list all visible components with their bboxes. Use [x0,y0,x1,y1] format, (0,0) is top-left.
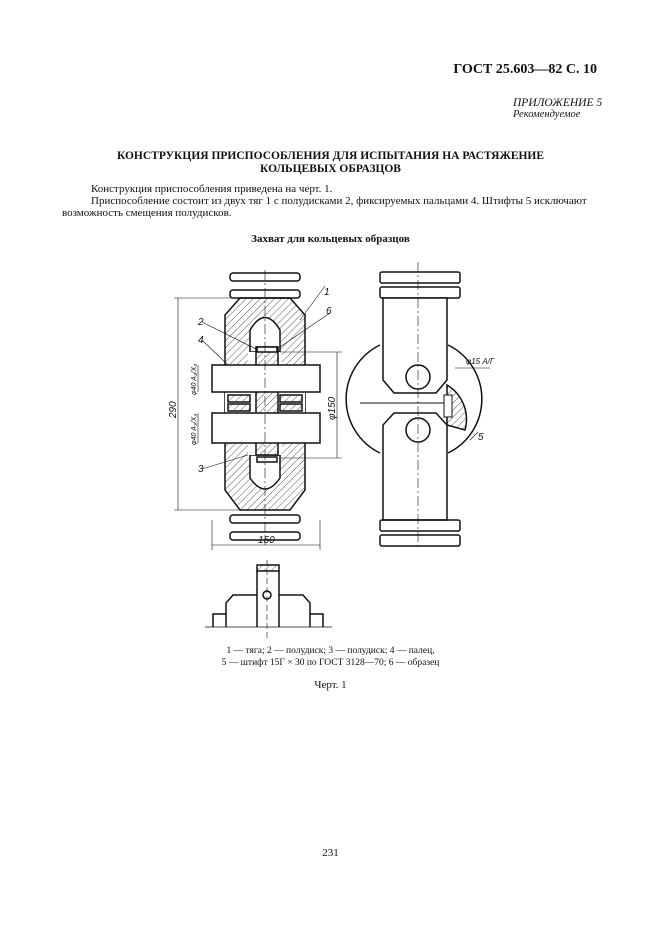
label-5: 5 [478,432,484,443]
figure-number: Черт. 1 [314,679,347,691]
label-2: 2 [197,317,204,328]
top-view [205,560,332,640]
appendix-status: Рекомендуемое [513,109,581,120]
label-3: 3 [198,464,204,475]
appendix-label: ПРИЛОЖЕНИЕ 5 [513,97,603,109]
figure-caption: Захват для кольцевых образцов [251,233,410,245]
dim-width: 150 [258,535,275,546]
paragraph-2-cont: возможность смещения полудисков. [62,207,232,219]
standard-header: ГОСТ 25.603—82 С. 10 [453,62,597,77]
dim-pin15: φ15 A/Г [466,357,495,366]
dim-pin-1: φ40 A₃/X₃ [191,364,198,395]
front-section-view [211,270,321,545]
dim-dia150: φ150 [327,396,338,420]
side-view [345,262,490,550]
label-4: 4 [198,335,204,346]
dim-height: 290 [168,401,179,419]
legend-line-1: 1 — тяга; 2 — полудиск; 3 — полудиск; 4 … [226,646,435,656]
title-line-2: КОЛЬЦЕВЫХ ОБРАЗЦОВ [260,163,401,175]
page-number: 231 [322,847,339,859]
label-1: 1 [324,287,330,298]
dim-pin-2: φ40 A₃/X₃ [191,414,198,445]
legend-line-2: 5 — штифт 15Г × 30 по ГОСТ 3128—70; 6 — … [221,658,440,668]
label-6: 6 [326,306,332,317]
paragraph-1: Конструкция приспособления приведена на … [91,183,333,195]
dimensions [174,285,342,550]
title-line-1: КОНСТРУКЦИЯ ПРИСПОСОБЛЕНИЯ ДЛЯ ИСПЫТАНИЯ… [116,150,545,162]
paragraph-2: Приспособление состоит из двух тяг 1 с п… [91,195,587,207]
